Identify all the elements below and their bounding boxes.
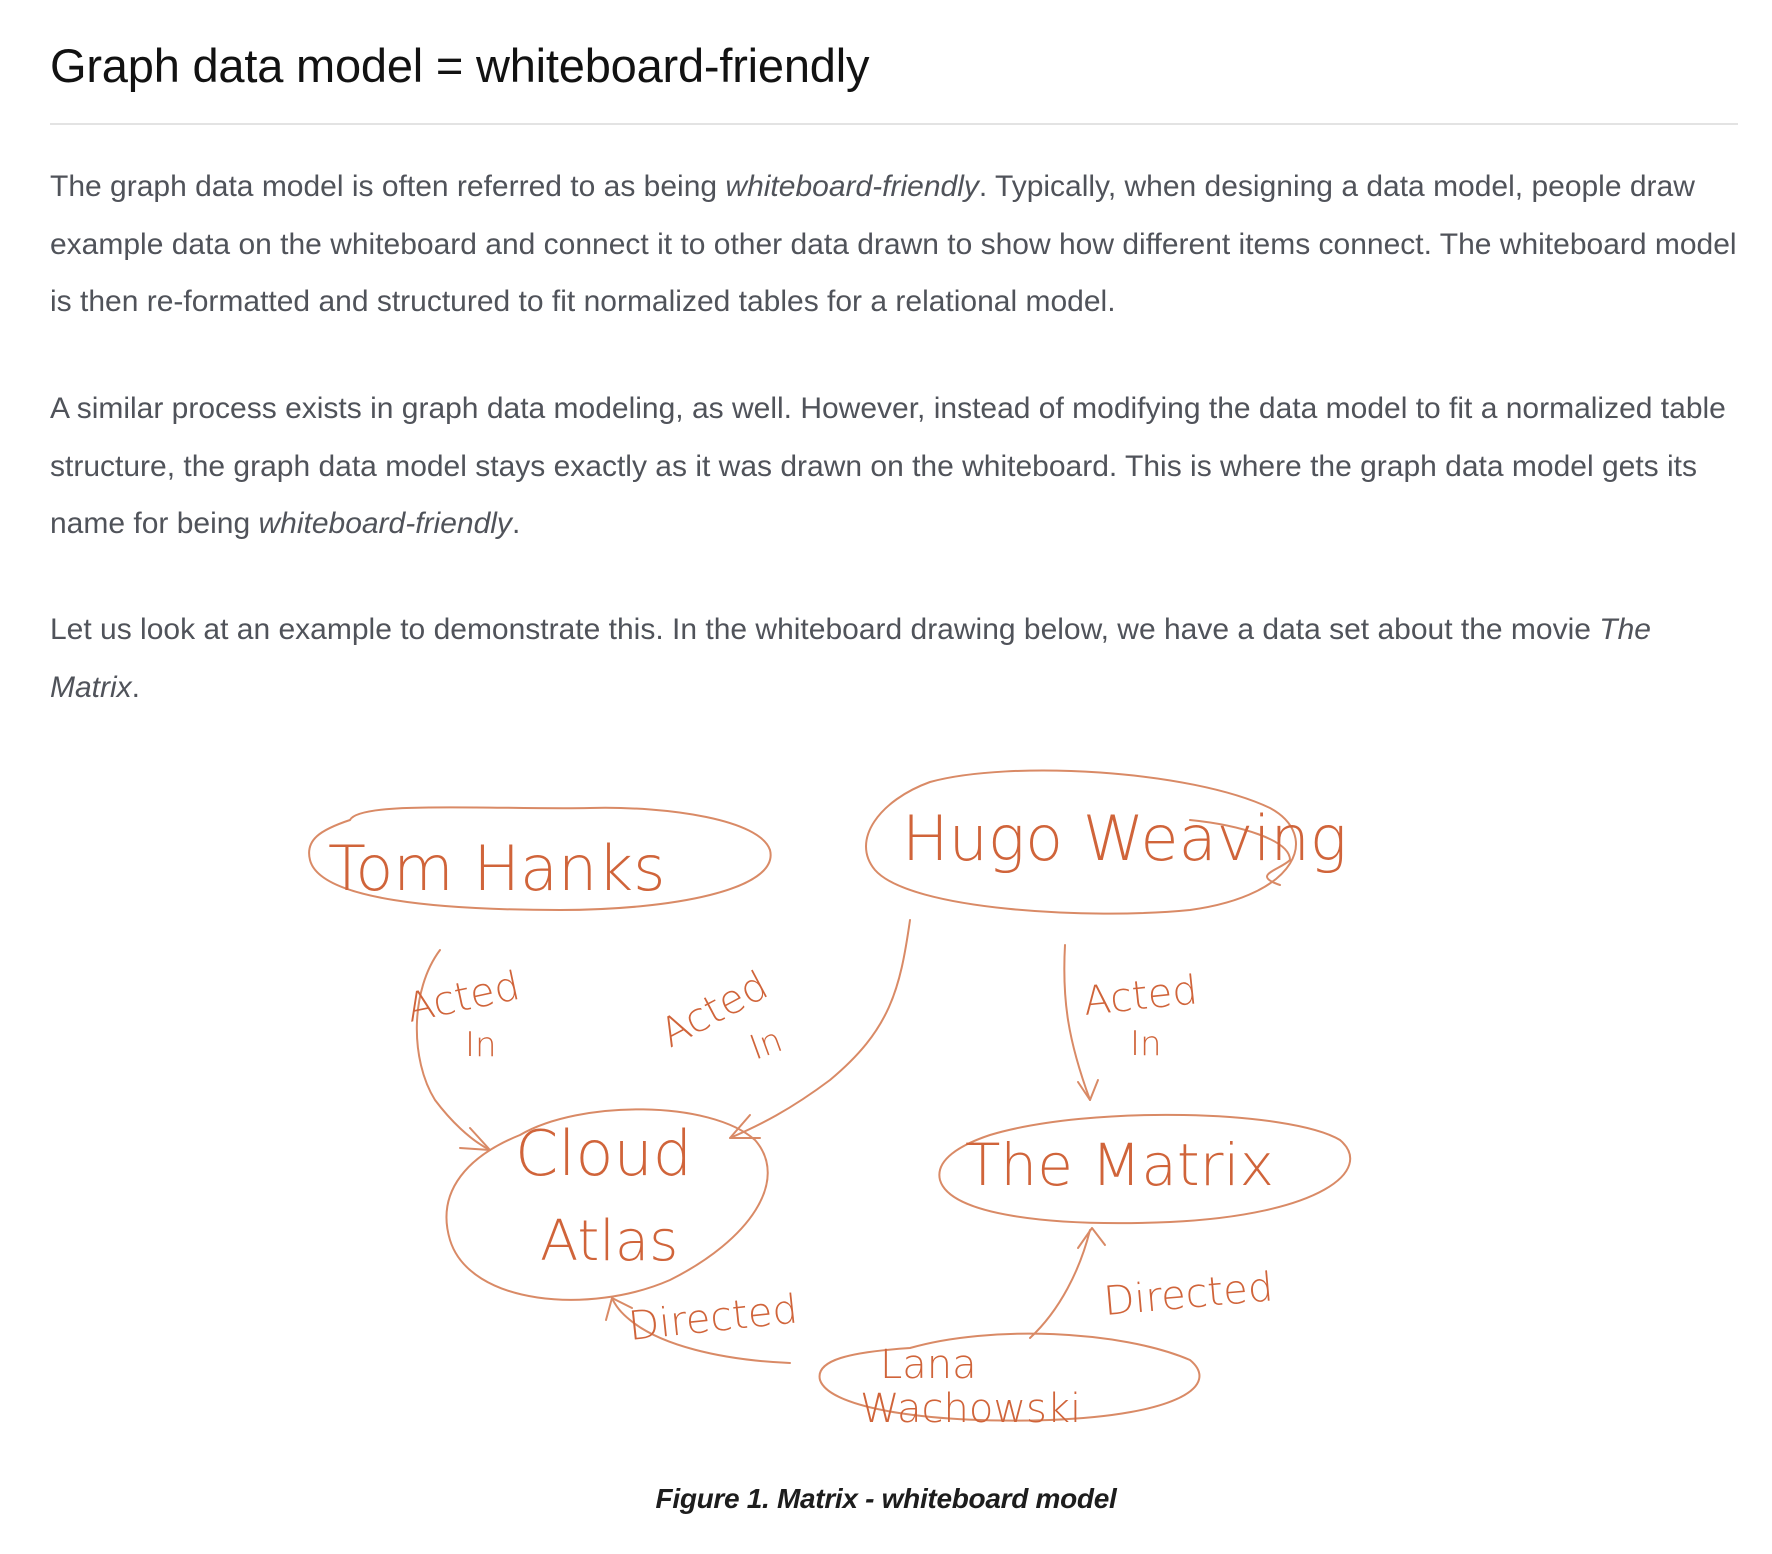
- edge-hugo-matrix: [1063, 944, 1091, 1101]
- paragraph-1-text-b: . Typically, when designing a data model…: [50, 170, 1737, 318]
- figure-caption: Figure 1. Matrix - whiteboard model: [655, 1483, 1117, 1514]
- paragraph-1-text-a: The graph data model is often referred t…: [50, 170, 726, 203]
- paragraph-1: The graph data model is often referred t…: [50, 158, 1740, 331]
- edge-lana-cloud: [611, 1297, 791, 1364]
- paragraph-1-emphasis: whiteboard-friendly: [725, 170, 979, 203]
- paragraph-3-text-b: .: [131, 670, 141, 704]
- paragraph-3-emphasis: The Matrix: [50, 613, 1651, 704]
- node-label-lana: Lana: [880, 1342, 977, 1388]
- node-label-the-matrix: The Matrix: [965, 1131, 1274, 1199]
- node-outline-lana-wachowski: [818, 1332, 1201, 1422]
- edge-label-matrix-acted: Acted: [1081, 967, 1200, 1025]
- whiteboard-figure: Tom Hanks Hugo Weaving Cloud Atlas The M…: [290, 760, 1430, 1450]
- whiteboard-drawing: Tom Hanks Hugo Weaving Cloud Atlas The M…: [308, 769, 1352, 1432]
- node-label-wachowski: Wachowski: [860, 1386, 1081, 1432]
- node-label-cloud: Cloud: [515, 1117, 692, 1190]
- edge-label-tom-in: In: [465, 1025, 497, 1065]
- section-heading: Graph data model = whiteboard-friendly: [50, 39, 870, 92]
- heading-divider: [50, 123, 1738, 125]
- node-outline-tom-hanks: [308, 806, 772, 911]
- node-label-tom-hanks: Tom Hanks: [328, 832, 666, 905]
- node-label-atlas: Atlas: [540, 1209, 678, 1274]
- edge-label-tom-acted: Acted: [403, 963, 524, 1032]
- edge-label-lana-directed-matrix: Directed: [1102, 1264, 1275, 1325]
- edge-label-matrix-in: In: [1130, 1024, 1162, 1064]
- paragraph-3-text-a: Let us look at an example to demonstrate…: [50, 613, 1600, 646]
- node-label-hugo-weaving: Hugo Weaving: [902, 802, 1347, 875]
- edge-hugo-cloud: [729, 919, 911, 1139]
- paragraph-3: Let us look at an example to demonstrate…: [50, 601, 1740, 716]
- edge-tom-cloud: [415, 949, 491, 1151]
- node-outline-the-matrix: [938, 1113, 1352, 1225]
- edge-label-hugo-in: In: [744, 1020, 787, 1068]
- node-outline-cloud-atlas: [445, 1108, 769, 1301]
- paragraph-2-text-b: .: [511, 507, 521, 540]
- edge-lana-matrix: [1029, 1229, 1091, 1339]
- paragraph-2-text-a: A similar process exists in graph data m…: [50, 392, 1726, 540]
- paragraph-2-emphasis: whiteboard-friendly: [258, 507, 512, 540]
- edge-label-lana-directed-cloud: Directed: [626, 1286, 800, 1349]
- node-outline-hugo-weaving: [865, 769, 1297, 915]
- paragraph-2: A similar process exists in graph data m…: [50, 380, 1740, 553]
